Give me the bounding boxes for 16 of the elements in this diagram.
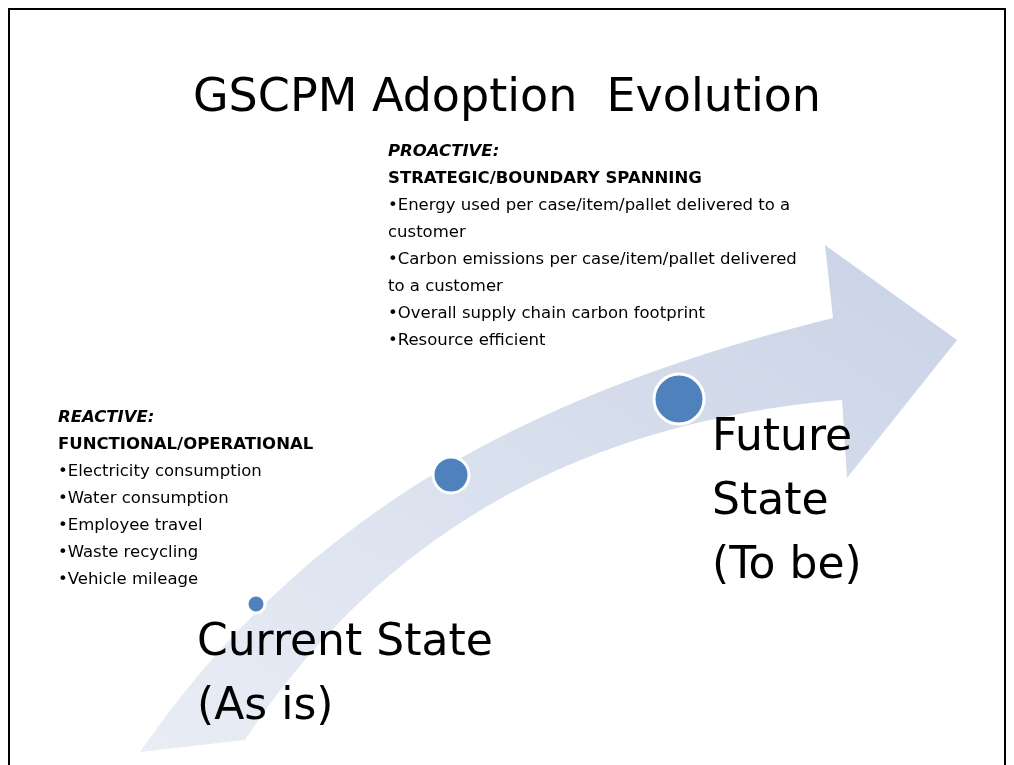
title: GSCPM Adoption Evolution bbox=[191, 68, 823, 122]
bullet-item: •Employee travel bbox=[58, 514, 204, 536]
bullet-item: •Resource efficient bbox=[388, 329, 547, 351]
category-heading: REACTIVE: bbox=[58, 406, 156, 428]
bullet-item: •Water consumption bbox=[58, 487, 230, 509]
bullet-item: •Overall supply chain carbon footprint bbox=[388, 302, 706, 324]
bullet-item: •Carbon emissions per case/item/pallet delivered to a customer bbox=[388, 248, 798, 297]
category-subheading: FUNCTIONAL/OPERATIONAL bbox=[58, 433, 315, 455]
bullet-item: •Waste recycling bbox=[58, 541, 200, 563]
state-label: Current State (As is) bbox=[197, 613, 494, 731]
bullet-item: •Energy used per case/item/pallet delivered to a customer bbox=[388, 194, 792, 243]
category-heading: PROACTIVE: bbox=[388, 140, 501, 162]
bullet-item: •Electricity consumption bbox=[58, 460, 263, 482]
state-label: Future State (To be) bbox=[712, 408, 863, 590]
category-subheading: STRATEGIC/BOUNDARY SPANNING bbox=[388, 167, 703, 189]
bullet-item: •Vehicle mileage bbox=[58, 568, 200, 590]
